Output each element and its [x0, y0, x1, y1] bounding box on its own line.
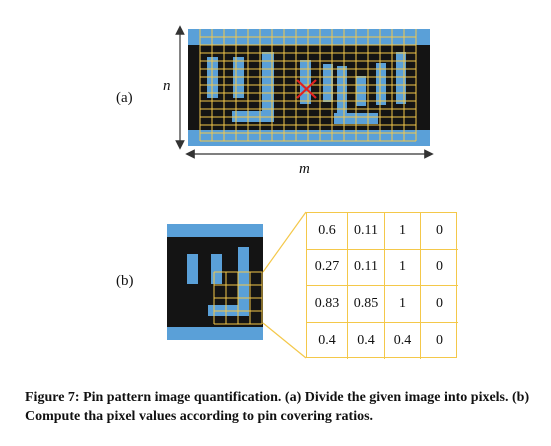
panel-a-figure — [175, 25, 434, 159]
table-cell: 0 — [421, 286, 458, 323]
table-cell: 0.4 — [385, 322, 421, 359]
figure-caption: Figure 7: Pin pattern image quantificati… — [25, 388, 545, 426]
caption-text: Pin pattern image quantification. (a) Di… — [25, 390, 530, 424]
table-cell: 1 — [385, 249, 421, 286]
zoom-lines — [262, 211, 307, 359]
pixel-grid-a — [199, 29, 417, 142]
table-cell: 0 — [421, 213, 458, 250]
table-cell: 0.4 — [307, 322, 348, 359]
table-cell: 0.85 — [348, 286, 385, 323]
pixel-grid-b — [213, 271, 263, 325]
table-cell: 0.27 — [307, 249, 348, 286]
table-cell: 0.4 — [348, 322, 385, 359]
m-dimension-label: m — [299, 161, 310, 177]
n-dimension-label: n — [163, 78, 171, 94]
table-cell: 0 — [421, 250, 458, 286]
figure-number: Figure 7: — [25, 390, 80, 405]
bottom-blue-bar-b — [167, 327, 263, 340]
table-cell: 0 — [436, 332, 443, 348]
table-cell: 0.83 — [307, 286, 348, 323]
panel-b-label: (b) — [116, 273, 134, 289]
table-cell: 0.11 — [348, 213, 385, 250]
table-cell: 1 — [385, 286, 421, 323]
table-cell: 1 — [385, 213, 421, 250]
table-cell: 0.11 — [348, 249, 385, 286]
top-blue-bar-b — [167, 224, 263, 237]
red-cross-mark — [296, 79, 317, 99]
table-cell: 0.6 — [307, 213, 348, 250]
panel-a-label: (a) — [116, 90, 133, 106]
panel-b-figure — [167, 211, 307, 359]
